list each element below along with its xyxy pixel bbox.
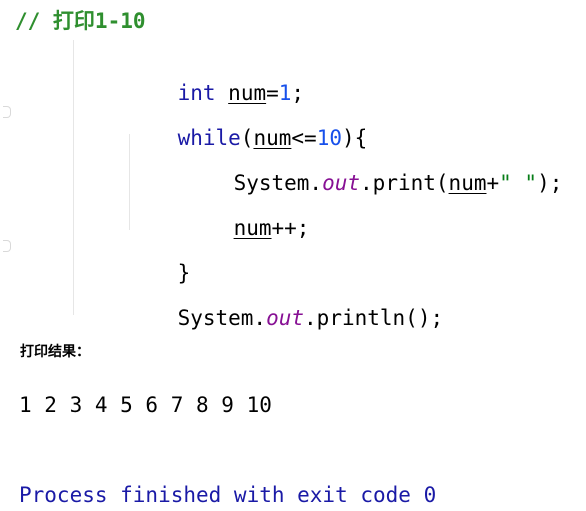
- method-print: .print(: [360, 171, 449, 195]
- code-line-while[interactable]: while(num<=10){: [127, 99, 368, 177]
- variable-num: num: [228, 81, 267, 105]
- fold-marker-icon[interactable]: [3, 240, 11, 252]
- variable-num: num: [233, 216, 272, 240]
- operator-plus: +: [486, 171, 500, 195]
- increment-operator: ++;: [271, 216, 310, 240]
- method-println: .println();: [304, 306, 444, 330]
- semicolon: ;: [291, 81, 305, 105]
- code-line-declaration[interactable]: int num=1;: [127, 54, 305, 132]
- system-object: System.: [233, 171, 323, 195]
- paren-close-brace: ){: [341, 126, 368, 150]
- code-line-increment[interactable]: num++;: [183, 189, 310, 267]
- indent-guide: [73, 40, 74, 315]
- field-out: out: [266, 306, 305, 330]
- code-editor[interactable]: // 打印1-10 int num=1; while(num<=10){ Sys…: [0, 0, 586, 330]
- system-object: System.: [177, 306, 267, 330]
- indent-guide: [129, 134, 130, 230]
- keyword-int: int: [177, 81, 216, 105]
- variable-num: num: [448, 171, 487, 195]
- number-literal: 1: [278, 81, 292, 105]
- paren-open: (: [240, 126, 254, 150]
- code-line-println[interactable]: System.out.println();: [127, 279, 444, 357]
- console-process-status: Process finished with exit code 0: [19, 483, 437, 507]
- code-line-print[interactable]: System.out.print(num+" ");: [183, 144, 563, 222]
- close-brace: }: [177, 261, 191, 285]
- field-out: out: [322, 171, 361, 195]
- variable-num: num: [253, 126, 292, 150]
- call-end: );: [537, 171, 563, 195]
- number-literal: 10: [316, 126, 342, 150]
- code-comment: // 打印1-10: [15, 9, 146, 33]
- console-output-values: 1 2 3 4 5 6 7 8 9 10: [19, 393, 272, 417]
- string-literal: " ": [499, 171, 538, 195]
- operator: =: [266, 81, 279, 105]
- output-title: 打印结果：: [20, 344, 90, 360]
- code-line-close-brace[interactable]: }: [127, 234, 191, 312]
- keyword-while: while: [177, 126, 241, 150]
- fold-marker-icon[interactable]: [3, 106, 11, 118]
- operator: <=: [291, 126, 317, 150]
